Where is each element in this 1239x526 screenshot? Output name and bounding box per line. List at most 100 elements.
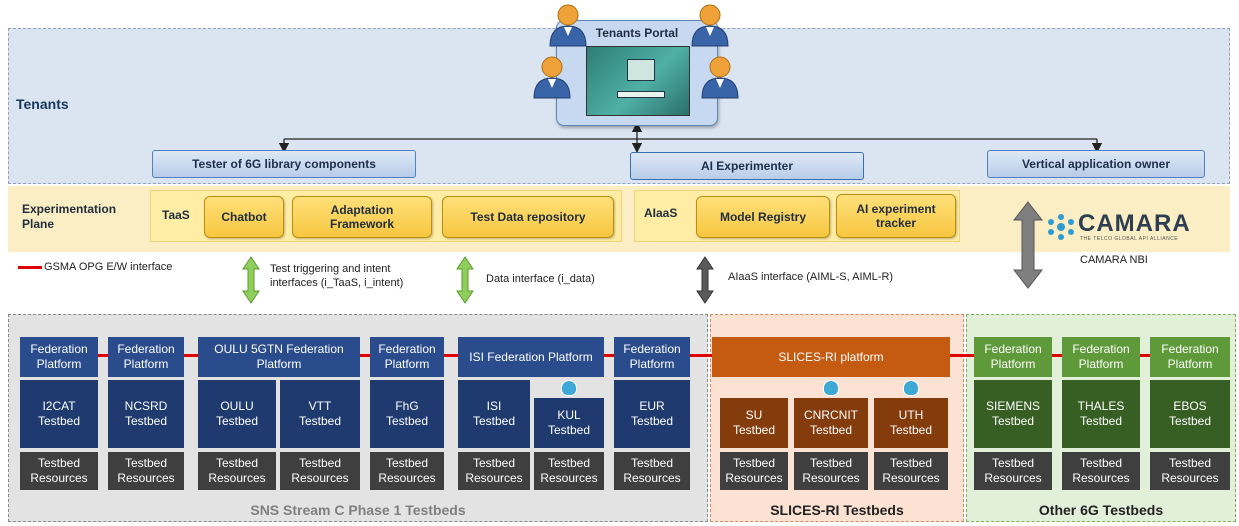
testbed-ebos[interactable]: EBOS Testbed (1150, 380, 1230, 448)
testbed-name: EUR (639, 399, 665, 413)
fed-line2: Platform (123, 357, 169, 371)
resources-line2: Resources (465, 471, 523, 485)
ew-link (690, 354, 712, 357)
test-data-repository-button[interactable]: Test Data repository (442, 196, 614, 238)
testbed-resources: Testbed Resources (794, 452, 868, 490)
federation-platform-thales[interactable]: Federation Platform (1062, 337, 1140, 377)
oulu-federation-platform[interactable]: OULU 5GTN Federation Platform (198, 337, 360, 377)
resources-line2: Resources (117, 471, 175, 485)
sns-area-title: SNS Stream C Phase 1 Testbeds (250, 502, 466, 518)
resources-line1: Testbed (215, 456, 259, 470)
experimentation-plane-label: Experimentation Plane (22, 202, 116, 232)
testbed-eur[interactable]: EUR Testbed (614, 380, 690, 448)
resources-line1: Testbed (809, 456, 853, 470)
federation-platform-ebos[interactable]: Federation Platform (1150, 337, 1230, 377)
testbed-name: OULU (220, 399, 254, 413)
testbed-cnrcnit[interactable]: CNRCNIT Testbed (794, 398, 868, 448)
fed-line1: Federation (1072, 342, 1130, 356)
ew-link (604, 354, 614, 357)
model-registry-button[interactable]: Model Registry (696, 196, 830, 238)
testbed-thales[interactable]: THALES Testbed (1062, 380, 1140, 448)
testbed-name: CNRCNIT (804, 408, 858, 422)
resources-line1: Testbed (991, 456, 1035, 470)
role-vertical-owner[interactable]: Vertical application owner (987, 150, 1205, 178)
lock-icon (823, 380, 839, 396)
data-interface-label: Data interface (i_data) (486, 273, 595, 285)
fed-line2: Platform (36, 357, 82, 371)
testbed-uth[interactable]: UTH Testbed (874, 398, 948, 448)
federation-platform-i2cat[interactable]: Federation Platform (20, 337, 98, 377)
taas-label: TaaS (162, 208, 190, 222)
fed-line1: Federation (30, 342, 88, 356)
testbed-isi[interactable]: ISI Testbed (458, 380, 530, 448)
federation-platform-ncsrd[interactable]: Federation Platform (108, 337, 184, 377)
ai-tracker-line2: tracker (875, 216, 917, 230)
federation-platform-siemens[interactable]: Federation Platform (974, 337, 1052, 377)
ew-link (1140, 354, 1150, 357)
resources-line1: Testbed (298, 456, 342, 470)
role-ai-experimenter[interactable]: AI Experimenter (630, 152, 864, 180)
testbed-resources: Testbed Resources (874, 452, 948, 490)
resources-line2: Resources (540, 471, 598, 485)
camara-nbi-arrow (1012, 201, 1044, 289)
test-interface-line1: Test triggering and intent (270, 263, 391, 275)
camara-logo-subtitle: THE TELCO GLOBAL API ALLIANCE (1080, 236, 1179, 242)
lock-icon (561, 380, 577, 396)
camara-logo-text: CAMARA (1078, 210, 1191, 237)
ew-link (444, 354, 458, 357)
gsma-interface-label: GSMA OPG E/W interface (44, 261, 173, 273)
exp-label-line2: Plane (22, 217, 55, 231)
resources-line1: Testbed (1168, 456, 1212, 470)
federation-platform-eur[interactable]: Federation Platform (614, 337, 690, 377)
ew-link (184, 354, 198, 357)
slices-ri-platform[interactable]: SLICES-RI platform (712, 337, 950, 377)
ew-link (98, 354, 108, 357)
testbed-word: Testbed (298, 414, 342, 428)
ai-experiment-tracker-button[interactable]: AI experiment tracker (836, 194, 956, 238)
testbed-name: THALES (1077, 399, 1125, 413)
ai-tracker-line1: AI experiment (856, 202, 936, 216)
fed-line1: Federation (117, 342, 175, 356)
resources-line1: Testbed (37, 456, 81, 470)
testbed-resources: Testbed Resources (108, 452, 184, 490)
testbed-name: KUL (557, 408, 581, 422)
testbed-resources: Testbed Resources (458, 452, 530, 490)
isi-federation-platform[interactable]: ISI Federation Platform (458, 337, 604, 377)
testbed-kul[interactable]: KUL Testbed (534, 398, 604, 448)
testbed-word: Testbed (37, 414, 81, 428)
testbed-su[interactable]: SU Testbed (720, 398, 788, 448)
testbed-ncsrd[interactable]: NCSRD Testbed (108, 380, 184, 448)
tenants-label: Tenants (16, 96, 69, 112)
testbed-i2cat[interactable]: I2CAT Testbed (20, 380, 98, 448)
testbed-vtt[interactable]: VTT Testbed (280, 380, 360, 448)
testbed-resources: Testbed Resources (534, 452, 604, 490)
resources-line2: Resources (30, 471, 88, 485)
fed-line1: Federation (623, 342, 681, 356)
role-tester[interactable]: Tester of 6G library components (152, 150, 416, 178)
resources-line2: Resources (378, 471, 436, 485)
slices-area-title: SLICES-RI Testbeds (770, 502, 904, 518)
test-interface-arrow (242, 256, 260, 304)
testbed-fhg[interactable]: FhG Testbed (370, 380, 444, 448)
camara-nbi-label: CAMARA NBI (1080, 254, 1148, 266)
fed-line2: Platform (1167, 357, 1213, 371)
federation-platform-fhg[interactable]: Federation Platform (370, 337, 444, 377)
testbed-word: Testbed (732, 423, 776, 437)
adaptation-framework-button[interactable]: Adaptation Framework (292, 196, 432, 238)
testbed-resources: Testbed Resources (974, 452, 1052, 490)
testbed-resources: Testbed Resources (1150, 452, 1230, 490)
testbed-siemens[interactable]: SIEMENS Testbed (974, 380, 1052, 448)
testbed-resources: Testbed Resources (720, 452, 788, 490)
chatbot-button[interactable]: Chatbot (204, 196, 284, 238)
testbed-word: Testbed (547, 423, 591, 437)
testbed-resources: Testbed Resources (370, 452, 444, 490)
other-area-title: Other 6G Testbeds (1038, 502, 1164, 518)
testbed-oulu[interactable]: OULU Testbed (198, 380, 276, 448)
data-interface-arrow (456, 256, 474, 304)
testbed-word: Testbed (124, 414, 168, 428)
ew-link (950, 354, 974, 357)
testbed-name: SIEMENS (985, 399, 1040, 413)
testbed-resources: Testbed Resources (198, 452, 276, 490)
exp-label-line1: Experimentation (22, 202, 117, 216)
aiaas-interface-label: AIaaS interface (AIML-S, AIML-R) (728, 271, 894, 283)
